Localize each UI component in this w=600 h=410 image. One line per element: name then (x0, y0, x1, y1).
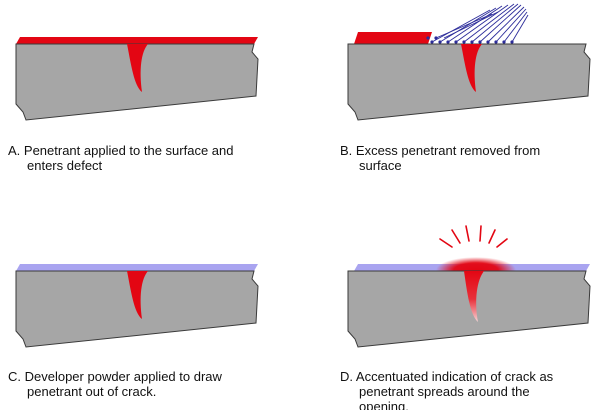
caption-a-line-1: A. Penetrant applied to the surface and (8, 143, 234, 158)
caption-d-line-2: penetrant spreads around the (359, 384, 530, 399)
test-part-slab (347, 43, 591, 121)
developer-powder-layer (16, 264, 258, 271)
caption-c: C. Developer powder applied to draw pene… (8, 369, 222, 399)
crack-filled-with-penetrant (127, 271, 148, 319)
caption-d-line-1: D. Accentuated indication of crack as (340, 369, 554, 384)
indication-glow-rays (439, 225, 508, 248)
panel-b (347, 3, 591, 121)
crack-filled-with-penetrant (127, 44, 148, 92)
cleaning-spray-lines (431, 3, 529, 43)
caption-b-line-2: surface (359, 158, 402, 173)
caption-c-line-1: C. Developer powder applied to draw (8, 369, 222, 384)
crack-filled-with-penetrant (461, 44, 482, 92)
remaining-penetrant-patch (354, 32, 432, 44)
caption-a: A. Penetrant applied to the surface and … (8, 143, 234, 173)
caption-d-line-3: opening. (359, 399, 409, 410)
panel-a (15, 37, 259, 121)
panel-d (347, 225, 591, 348)
caption-b: B. Excess penetrant removed from surface (340, 143, 540, 173)
caption-a-line-2: enters defect (27, 158, 103, 173)
crack-with-drawn-out-penetrant (464, 271, 484, 322)
penetrant-surface-layer (16, 37, 258, 44)
caption-c-line-2: penetrant out of crack. (27, 384, 157, 399)
caption-b-line-1: B. Excess penetrant removed from (340, 143, 541, 158)
test-part-slab (347, 270, 591, 348)
panel-c (15, 264, 259, 348)
spray-droplets (426, 36, 514, 44)
caption-d: D. Accentuated indication of crack as pe… (340, 369, 553, 410)
